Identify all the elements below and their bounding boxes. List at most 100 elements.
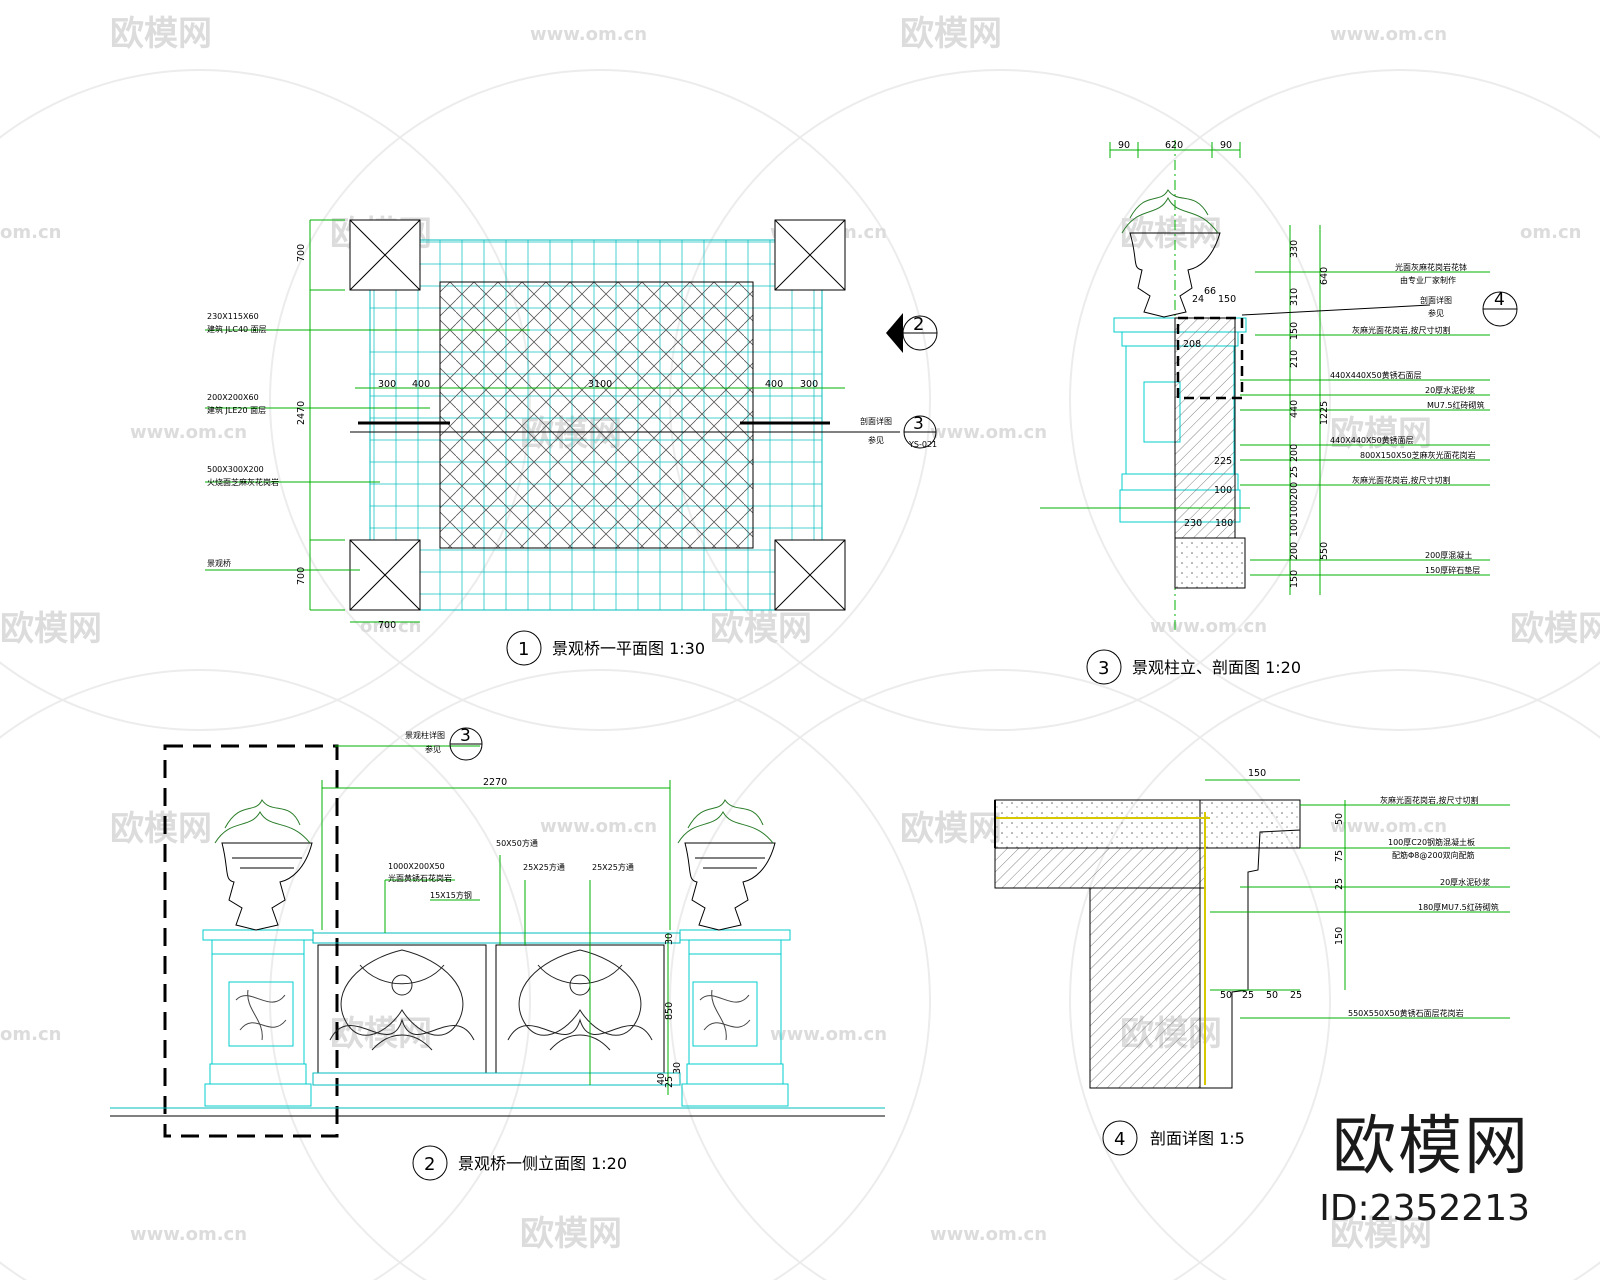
elevation-view: 2270 30 850 40 25 30 1000X200X50 光面黄锈石花岗… [110,726,885,1181]
column-inner-dim: 180 [1215,518,1233,529]
column-side-dim: 550 [1319,542,1330,560]
watermark-brand: 欧模网 [110,809,212,849]
svg-text:4: 4 [1114,1129,1125,1150]
elevation-note: 50X50方通 [496,838,538,848]
watermark-brand: 欧模网 [1330,414,1432,454]
plan-note: 200X200X60 [207,393,259,402]
elevation-dim: 2270 [483,777,507,788]
watermark-brand: 欧模网 [110,14,212,54]
detail-view: 150 50 75 25 150 50 25 50 25 灰麻光面花岗岩,按尺寸… [994,768,1510,1156]
elevation-note: 15X15方钢 [430,890,472,900]
elevation-dim: 40 [656,1073,667,1085]
section-mark-3: 3 YS-021 [903,414,937,449]
detail-slab-hatch [994,847,1206,889]
plan-dim: 700 [296,244,307,262]
column-view: 90 620 90 330 640 310 150 210 440 1225 2… [1040,140,1518,685]
plan-dim: 3100 [588,379,612,390]
svg-text:景观桥一平面图 1:30: 景观桥一平面图 1:30 [552,639,705,658]
elevation-note: 25X25方通 [592,862,634,872]
column-side-dim: 200 [1289,542,1300,560]
detail-dim: 25 [1242,990,1254,1001]
elevation-dim: 30 [672,1062,683,1074]
column-side-dim: 640 [1319,267,1330,285]
column-inner-dim: 100 [1214,485,1232,496]
watermark-url: www.om.cn [770,1024,887,1045]
column-side-dim: 200 [1289,482,1300,500]
column-note: 440X440X50黄锈石面层 [1330,370,1422,380]
column-note: MU7.5红砖砌筑 [1427,400,1484,410]
watermark-brand: 欧模网 [1510,609,1600,649]
brand-block: 欧模网 ID:2352213 [1319,1115,1530,1230]
column-note: 光面灰麻花岗岩花钵 [1395,262,1467,272]
column-section-hatch [1174,317,1236,539]
watermark-url: www.om.cn [530,24,647,45]
elevation-pier [202,929,314,1107]
column-note: 灰麻光面花岗岩,按尺寸切割 [1352,475,1451,485]
watermark-brand: 欧模网 [1330,1214,1432,1254]
plan-corner-post [349,219,421,291]
watermark-url: om.cn [0,222,61,243]
plan-dim: 700 [296,567,307,585]
watermark-url: om.cn [0,1024,61,1045]
watermark-brand: 欧模网 [1120,214,1222,254]
column-top-dim: 620 [1165,140,1183,151]
plan-dim: 700 [378,620,396,631]
watermark-url: om.cn [1520,222,1581,243]
svg-text:2: 2 [913,314,924,335]
elevation-dim-lines [321,745,671,1095]
callout-box [163,744,339,1138]
elevation-ref-note: 景观柱详图 [405,730,445,740]
plan-corner-post [774,539,846,611]
elevation-dim: 30 [664,933,675,945]
svg-text:景观桥一侧立面图 1:20: 景观桥一侧立面图 1:20 [458,1154,627,1173]
column-side-dim: 1225 [1319,401,1330,425]
plan-note: 500X300X200 [207,465,264,474]
detail-title: 4 剖面详图 1:5 [1102,1120,1245,1156]
column-ref-mark: 4 [1482,290,1518,327]
column-side-dim: 150 [1289,570,1300,588]
plan-corner-post [349,539,421,611]
detail-note: 550X550X50黄锈石面层花岗岩 [1348,1008,1464,1018]
plan-dim: 400 [765,379,783,390]
column-side-dim: 25 [1289,466,1300,478]
svg-text:3: 3 [1098,658,1109,679]
detail-wall [1089,887,1201,1089]
plan-dim: 2470 [296,401,307,425]
railing-panel [317,944,487,1074]
plan-dim: 400 [412,379,430,390]
column-note: 440X440X50黄锈面层 [1330,435,1414,445]
plan-note: 建筑 JLE20 面层 [207,405,266,415]
column-note: 由专业厂家制作 [1400,275,1456,285]
svg-text:景观柱立、剖面图 1:20: 景观柱立、剖面图 1:20 [1132,658,1301,677]
plan-ref-note: 剖面详图 [860,416,892,426]
column-note: 参见 [1428,308,1444,318]
column-side-dim: 210 [1289,350,1300,368]
watermark-url: www.om.cn [540,816,657,837]
column-side-dim: 150 [1289,322,1300,340]
svg-text:2: 2 [424,1154,435,1175]
column-side-dim: 440 [1289,400,1300,418]
watermark-url: www.om.cn [930,422,1047,443]
detail-dim-lines [1205,779,1510,1019]
watermark-url: om.cn [360,616,421,637]
watermark-brand: 欧模网 [0,609,102,649]
watermark-brand: 欧模网 [900,14,1002,54]
column-inner-dim: 208 [1183,339,1201,350]
detail-dim: 150 [1248,768,1266,779]
detail-dim: 75 [1334,850,1345,862]
planter-urn [214,798,313,931]
watermark-pattern [0,69,1600,1280]
plan-dim-lines [205,219,845,623]
column-note: 20厚水泥砂浆 [1425,385,1475,395]
column-side-dim: 200 [1289,444,1300,462]
column-top-dim: 90 [1220,140,1232,151]
railing-top-bar [312,932,681,944]
elevation-note: 25X25方通 [523,862,565,872]
watermark-url: www.om.cn [1330,816,1447,837]
plan-paving [439,281,754,549]
svg-text:剖面详图 1:5: 剖面详图 1:5 [1150,1129,1245,1148]
plan-note: 火烧面芝麻灰花岗岩 [207,477,279,487]
brand-name: 欧模网 [1332,1110,1530,1184]
column-inner-dim: 24 [1192,294,1204,305]
elevation-dim: 25 [664,1076,675,1088]
